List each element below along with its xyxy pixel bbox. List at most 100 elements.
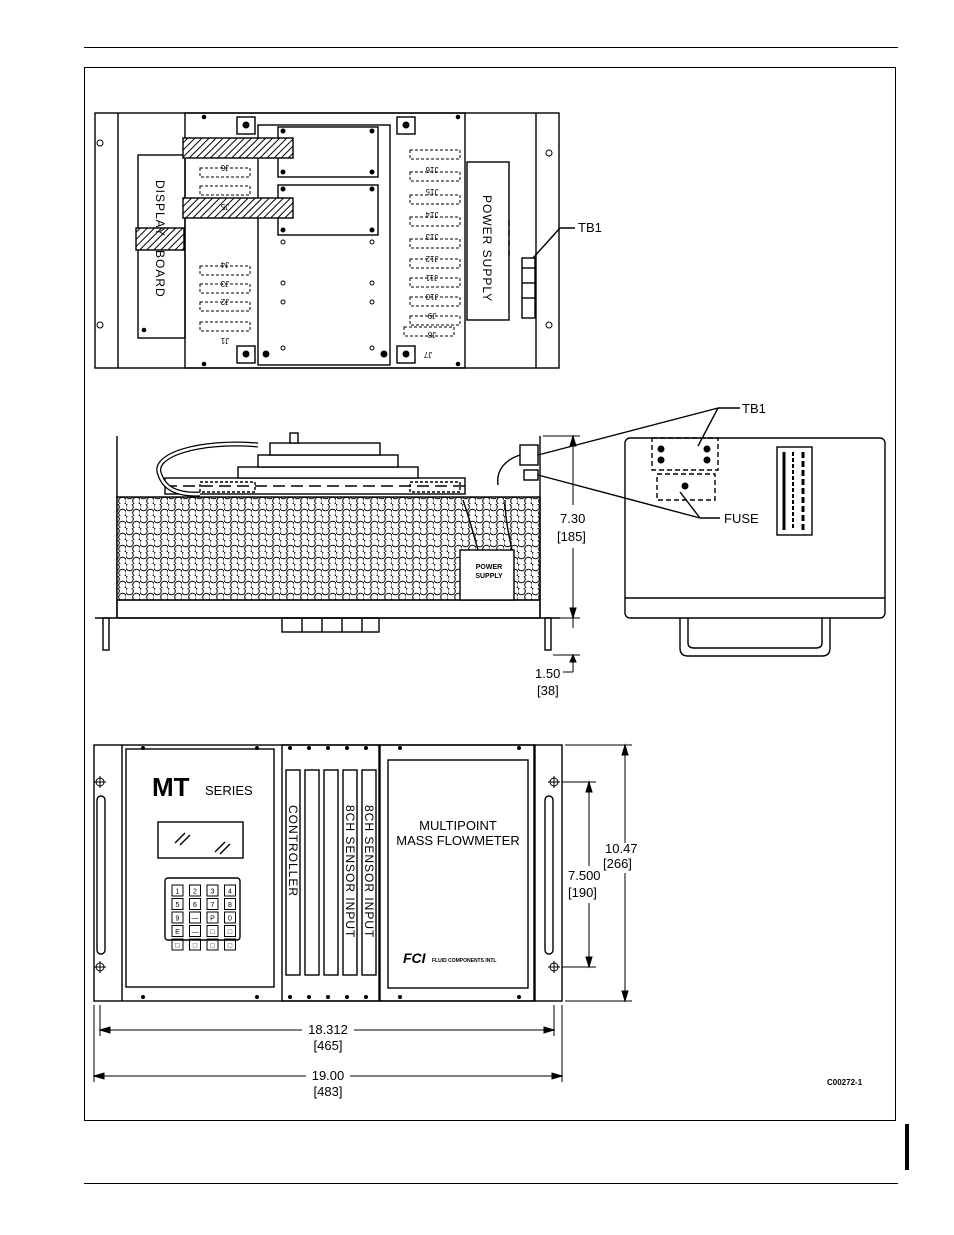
keypad-key[interactable]	[224, 884, 236, 897]
slot-2	[304, 769, 320, 976]
slot-4	[342, 769, 358, 976]
keypad-key[interactable]	[189, 938, 201, 951]
front-dimensions	[92, 743, 632, 1082]
nameplate-panel	[387, 759, 529, 989]
keypad-key-label: 2	[193, 889, 197, 896]
mass-flowmeter-label: MASS FLOWMETER	[396, 833, 520, 848]
keypad-key[interactable]	[171, 884, 184, 897]
dim-mount-w-in: 18.312	[308, 1022, 348, 1037]
multipoint-label: MULTIPOINT	[419, 818, 497, 833]
keypad-key[interactable]	[171, 925, 184, 937]
keypad-key-label: □	[210, 943, 215, 950]
fci-logo: FCI	[403, 950, 427, 966]
conn-j11: J11	[425, 273, 438, 282]
revision-bar	[905, 1124, 909, 1170]
dim-panel-w-mm: [483]	[314, 1084, 343, 1099]
conn-j16: J16	[425, 165, 438, 174]
conn-j2: J2	[220, 297, 229, 306]
top-view	[94, 112, 575, 369]
dim-panel-h-mm: [266]	[603, 856, 632, 871]
side-dimensions	[543, 434, 580, 673]
keypad-key[interactable]	[206, 911, 219, 924]
dim-mount-h-mm: [190]	[568, 885, 597, 900]
keypad-key-label: —	[192, 929, 199, 936]
display-label: DISPLAY	[153, 180, 167, 237]
keypad-key[interactable]	[171, 911, 184, 924]
sensor-input-label-1: 8CH SENSOR INPUT	[343, 805, 357, 938]
lcd-window	[157, 821, 244, 859]
power-supply-side	[459, 549, 515, 601]
conn-j14: J14	[425, 210, 438, 219]
fluid-components-label: FLUID COMPONENTS INTL	[432, 958, 496, 964]
conn-j1: J1	[220, 336, 229, 345]
figure-frame	[84, 67, 896, 1121]
dim-height-in: 7.30	[560, 511, 585, 526]
keypad-key[interactable]	[189, 898, 201, 910]
keypad-key-label: E	[175, 929, 180, 936]
power-supply-side-label-2: SUPPLY	[475, 573, 503, 580]
mt-logo: MT	[152, 772, 190, 802]
keypad-key-label: □	[228, 943, 233, 950]
left-connectors	[199, 167, 251, 332]
keypad-key[interactable]	[206, 898, 219, 910]
conn-j9: J9	[427, 311, 436, 320]
keypad-key-label: 4	[228, 889, 232, 896]
display-ribbon-cable	[135, 227, 185, 251]
keypad-key[interactable]	[206, 938, 219, 951]
conn-j4: J4	[220, 260, 229, 269]
bottom-rule	[84, 1183, 898, 1184]
keypad-key-label: 9	[176, 916, 180, 923]
right-connectors	[403, 149, 461, 337]
controller-label: CONTROLLER	[286, 805, 300, 897]
ribbon-cable-upper	[182, 137, 294, 159]
keypad-key[interactable]	[224, 938, 236, 951]
keypad-key[interactable]	[171, 938, 184, 951]
keypad-key-label: 1	[176, 889, 180, 896]
top-rule	[84, 47, 898, 48]
keypad-key[interactable]	[224, 898, 236, 910]
tb1-label-side: TB1	[742, 401, 766, 416]
keypad-key[interactable]	[189, 925, 201, 937]
dim-height-mm: [185]	[557, 529, 586, 544]
conn-j7: J7	[423, 350, 432, 359]
keypad-key-label: P	[210, 916, 215, 923]
dim-mount-w-mm: [465]	[314, 1038, 343, 1053]
dim-rear-mm: [38]	[537, 683, 559, 698]
conn-j10: J10	[425, 292, 438, 301]
keypad-key[interactable]	[206, 925, 219, 937]
ribbon-cable-lower	[182, 197, 294, 219]
keypad-key-label: 5	[176, 902, 180, 909]
rear-view	[537, 407, 886, 657]
keypad-key-label: 8	[228, 902, 232, 909]
dim-rear-in: 1.50	[535, 666, 560, 681]
rear-label-plate	[776, 446, 813, 536]
conn-j3: J3	[220, 279, 229, 288]
conn-j12: J12	[425, 254, 438, 263]
keypad-key[interactable]	[206, 884, 219, 897]
conn-j15: J15	[425, 187, 438, 196]
power-supply-label-top: POWER SUPPLY	[480, 195, 494, 302]
conn-j5: J5	[220, 202, 229, 211]
keypad-key[interactable]	[224, 911, 236, 924]
keypad-key-label: 3	[211, 889, 215, 896]
conn-j8: J8	[427, 330, 436, 339]
keypad-key[interactable]	[224, 925, 236, 937]
keypad-key[interactable]	[189, 884, 201, 897]
series-label: SERIES	[205, 783, 253, 798]
keypad-key-label: □	[175, 943, 180, 950]
front-view	[93, 744, 563, 1002]
keypad-key-label: 0	[228, 916, 232, 923]
conn-j13: J13	[425, 232, 438, 241]
power-supply-side-label-1: POWER	[476, 564, 502, 571]
sensor-input-label-2: 8CH SENSOR INPUT	[362, 805, 376, 938]
slot-5	[361, 769, 377, 976]
keypad-key[interactable]	[189, 911, 201, 924]
keypad-key-label: 6	[193, 902, 197, 909]
rear-panel	[624, 437, 886, 619]
keypad-key-label: —	[192, 916, 199, 923]
side-view	[95, 432, 560, 651]
board-label: BOARD	[153, 250, 167, 298]
tb1-terminal-block	[521, 257, 536, 319]
keypad-key[interactable]	[171, 898, 184, 910]
